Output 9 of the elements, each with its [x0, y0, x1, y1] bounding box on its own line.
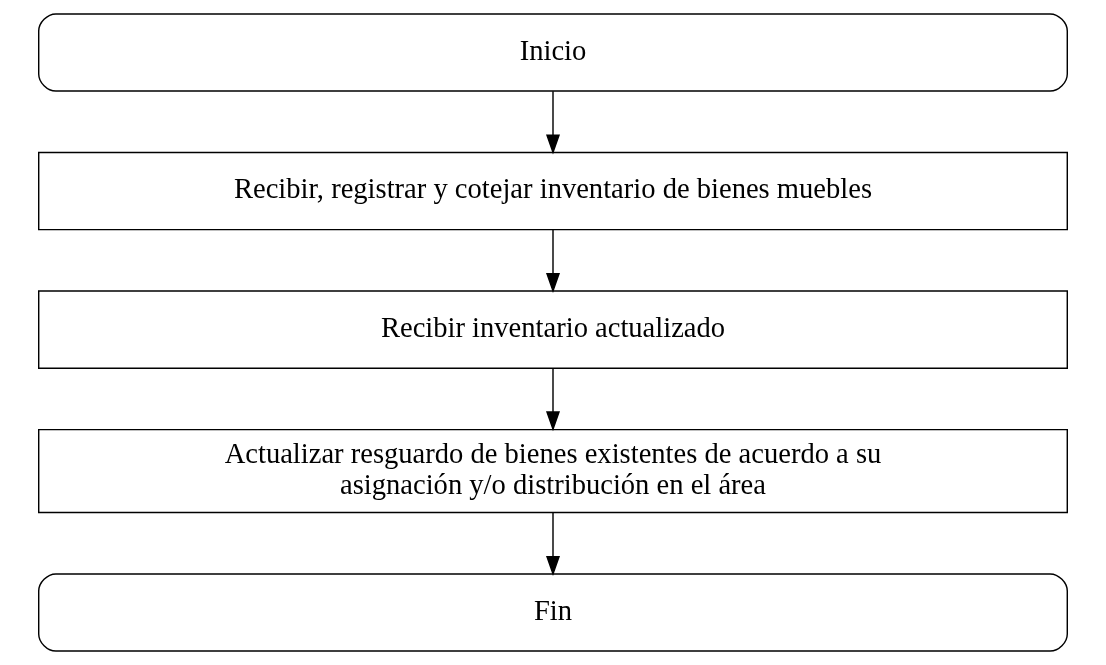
arrow — [546, 90, 560, 155]
arrow — [546, 229, 560, 294]
arrow — [546, 367, 560, 432]
node-box: Recibir, registrar y cotejar inventario de bienes muebles — [38, 151, 1068, 231]
node-box: Inicio — [38, 13, 1068, 92]
arrow — [546, 511, 560, 577]
node-box: Recibir inventario actualizado — [38, 290, 1068, 369]
node-box: Fin — [38, 573, 1068, 652]
node-box: Actualizar resguardo de bienes existentes de acuerdo a su asignación y/o distribución en el área — [38, 428, 1068, 514]
